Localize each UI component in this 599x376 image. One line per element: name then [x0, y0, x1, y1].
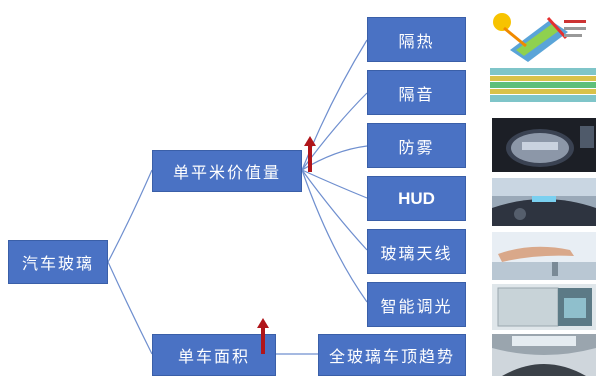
value-branch-node: 单平米价值量 [152, 150, 302, 192]
feature-panoramic-roof: 全玻璃车顶趋势 [318, 334, 466, 376]
connector-root-area [107, 261, 153, 355]
feature-hud: HUD [367, 176, 466, 221]
anti-fog-mirror-icon [492, 118, 596, 172]
feature-heat-insulation-label: 隔热 [398, 31, 435, 51]
value-up-arrow-icon [304, 136, 316, 172]
connector-value-antenna [301, 169, 368, 251]
area-up-arrow-icon [257, 318, 269, 354]
feature-heat-insulation: 隔热 [367, 17, 466, 62]
acoustic-glass-layers-icon [490, 64, 596, 108]
panoramic-roof-icon [492, 334, 596, 376]
feature-smart-dimming: 智能调光 [367, 282, 466, 327]
heat-insulation-diagram-icon [490, 10, 590, 66]
connector-root-value [107, 169, 153, 263]
feature-anti-fog-label: 防雾 [398, 137, 435, 157]
value-branch-label: 单平米价值量 [172, 163, 281, 182]
root-label: 汽车玻璃 [21, 254, 94, 273]
feature-anti-fog: 防雾 [367, 123, 466, 168]
glass-antenna-hand-icon [492, 232, 596, 280]
feature-hud-label: HUD [398, 188, 435, 208]
feature-smart-dimming-label: 智能调光 [380, 296, 453, 316]
feature-sound-insulation-label: 隔音 [398, 84, 435, 104]
feature-sound-insulation: 隔音 [367, 70, 466, 115]
root-node: 汽车玻璃 [8, 240, 108, 284]
connector-value-dimming [301, 169, 368, 303]
hud-dashboard-icon [492, 178, 596, 226]
connector-value-hud [301, 169, 368, 199]
area-branch-label: 单车面积 [177, 347, 250, 366]
feature-glass-antenna-label: 玻璃天线 [380, 243, 453, 263]
feature-panoramic-roof-label: 全玻璃车顶趋势 [328, 347, 455, 366]
smart-dimming-glass-icon [492, 284, 596, 330]
feature-glass-antenna: 玻璃天线 [367, 229, 466, 274]
